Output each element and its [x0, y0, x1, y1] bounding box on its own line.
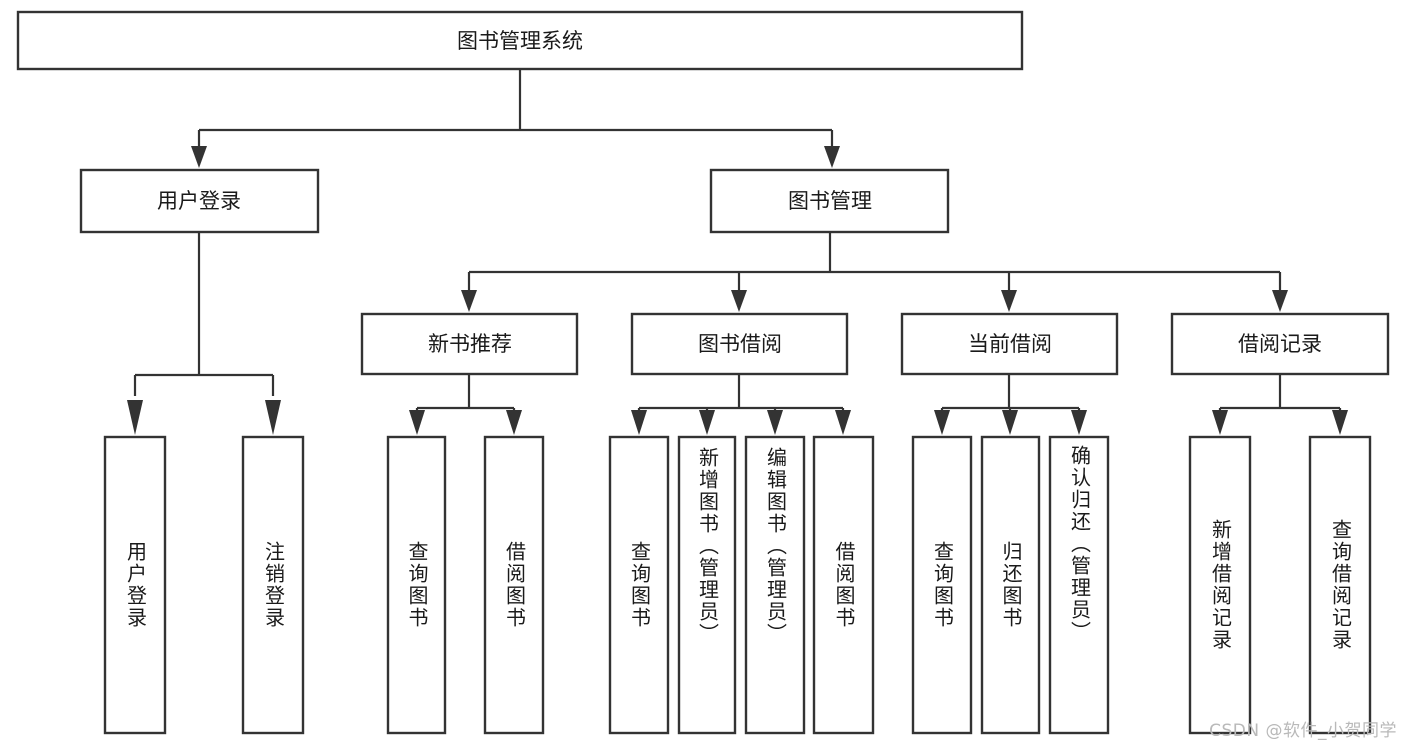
node-label-current-borrow: 当前借阅	[968, 332, 1052, 356]
arrow-head	[506, 410, 522, 435]
leaf-box-query-book-recommend[interactable]	[386, 435, 447, 735]
arrow-head	[934, 410, 950, 435]
connector-group-borrow-record	[1212, 374, 1348, 435]
node-label-new-book-recommend: 新书推荐	[428, 332, 512, 356]
node-borrow-record[interactable]: 借阅记录	[1170, 312, 1390, 376]
arrow-head	[461, 290, 477, 312]
leaf-box-confirm-return-admin[interactable]	[1048, 435, 1110, 735]
node-label-book-management: 图书管理	[788, 189, 872, 213]
node-user-login[interactable]: 用户登录	[79, 168, 320, 234]
leaf-box-edit-book-admin[interactable]	[744, 435, 806, 735]
arrow-head	[699, 410, 715, 435]
arrow-head	[1002, 410, 1018, 435]
arrow-head	[1001, 290, 1017, 312]
node-current-borrow[interactable]: 当前借阅	[900, 312, 1119, 376]
leaf-box-borrow-book-recommend[interactable]	[483, 435, 545, 735]
connector-group-new-book-recommend	[409, 374, 522, 435]
leaf-box-add-book-admin[interactable]	[677, 435, 737, 735]
arrow-head	[835, 410, 851, 435]
leaf-box-query-book-borrow[interactable]	[608, 435, 670, 735]
arrow-head	[731, 290, 747, 312]
leaf-box-query-book-current[interactable]	[911, 435, 973, 735]
leaf-box-logout[interactable]	[241, 435, 305, 735]
leaf-box-user-login[interactable]	[103, 435, 167, 735]
node-root-system[interactable]: 图书管理系统	[16, 10, 1024, 71]
leaf-box-return-book[interactable]	[980, 435, 1041, 735]
node-new-book-recommend[interactable]: 新书推荐	[360, 312, 579, 376]
node-label-book-borrow: 图书借阅	[698, 332, 782, 356]
watermark-text: CSDN @软件_小贺同学	[1209, 721, 1397, 741]
arrow-head	[824, 146, 840, 168]
connector-group-book-management	[461, 232, 1288, 312]
arrow-head	[191, 146, 207, 168]
arrow-head	[1071, 410, 1087, 435]
leaf-box-add-borrow-record[interactable]	[1188, 435, 1252, 735]
arrow-head	[409, 410, 425, 435]
leaf-box-query-borrow-record[interactable]	[1308, 435, 1372, 735]
arrow-head	[1332, 410, 1348, 435]
connector-group-root	[191, 69, 840, 168]
node-book-management[interactable]: 图书管理	[709, 168, 950, 234]
node-label-borrow-record: 借阅记录	[1238, 332, 1322, 356]
arrow-head	[1272, 290, 1288, 312]
node-book-borrow[interactable]: 图书借阅	[630, 312, 849, 376]
leaf-node-boxes	[103, 435, 1372, 735]
node-label-root: 图书管理系统	[457, 29, 583, 53]
arrow-head	[631, 410, 647, 435]
arrow-head	[265, 400, 281, 435]
arrow-head	[1212, 410, 1228, 435]
connector-group-book-borrow	[631, 374, 851, 435]
connector-group-user-login	[127, 232, 281, 435]
arrow-head	[127, 400, 143, 435]
leaf-box-borrow-book[interactable]	[812, 435, 875, 735]
connector-group-current-borrow	[934, 374, 1087, 435]
node-label-user-login: 用户登录	[157, 189, 241, 213]
arrow-head	[767, 410, 783, 435]
